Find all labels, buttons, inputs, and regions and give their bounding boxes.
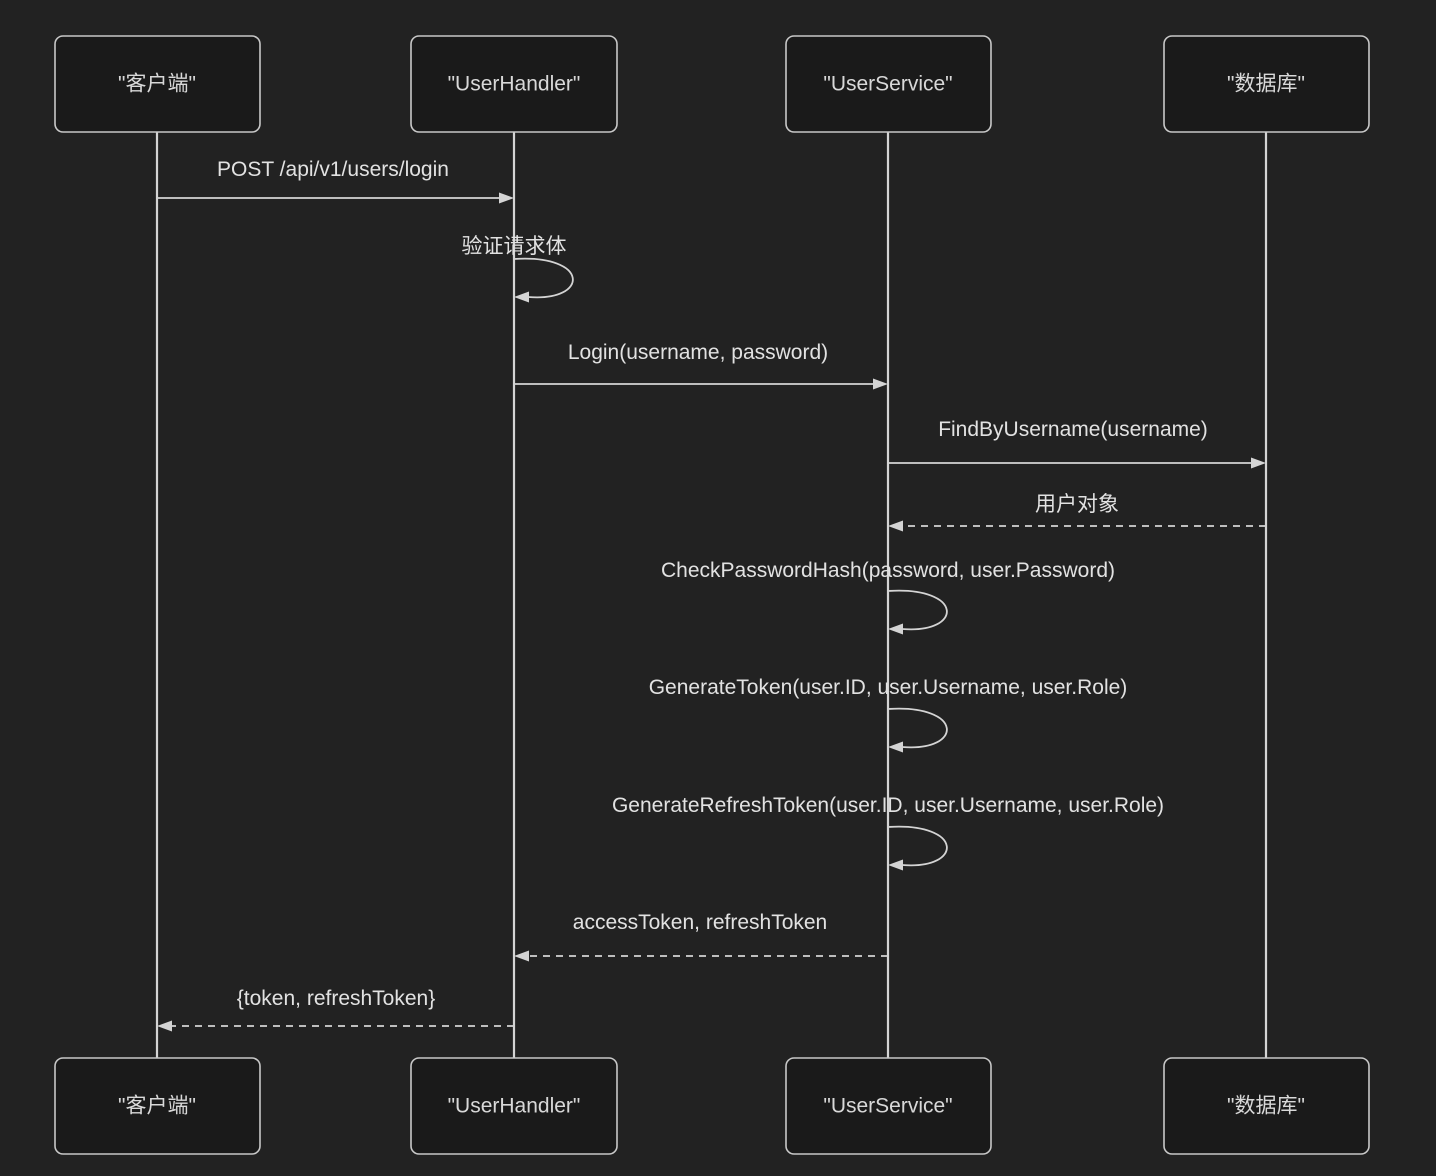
participant-box-userservice[interactable]: [785, 35, 992, 133]
message-label-m4: FindByUsername(username): [938, 418, 1208, 441]
participant-client-bottom[interactable]: "客户端": [54, 1057, 261, 1155]
arrowhead: [514, 291, 529, 303]
participant-label-database: "数据库": [1227, 1095, 1305, 1118]
message-label-m2: 验证请求体: [462, 235, 567, 258]
message-m10[interactable]: {token, refreshToken}: [157, 987, 514, 1032]
participant-userhandler-bottom[interactable]: "UserHandler": [410, 1057, 618, 1155]
participant-box-client[interactable]: [54, 1057, 261, 1155]
arrowhead: [157, 1020, 172, 1032]
message-m2[interactable]: 验证请求体: [462, 235, 574, 303]
arrowhead: [1251, 457, 1266, 469]
participant-label-userhandler: "UserHandler": [448, 1095, 581, 1118]
participant-box-client[interactable]: [54, 35, 261, 133]
arrowhead: [514, 950, 529, 962]
message-label-m1: POST /api/v1/users/login: [217, 158, 449, 181]
participant-userservice-bottom[interactable]: "UserService": [785, 1057, 992, 1155]
lifelines-layer: [155, 132, 1268, 1058]
arrowhead: [888, 623, 903, 635]
message-m5[interactable]: 用户对象: [888, 493, 1266, 532]
message-label-m9: accessToken, refreshToken: [573, 911, 827, 934]
participant-box-database[interactable]: [1163, 35, 1370, 133]
self-message-loop: [887, 825, 948, 867]
participant-box-userservice[interactable]: [785, 1057, 992, 1155]
participant-label-client: "客户端": [118, 1095, 196, 1118]
participant-client-top[interactable]: "客户端": [54, 35, 261, 133]
participant-database-bottom[interactable]: "数据库": [1163, 1057, 1370, 1155]
self-message-loop: [887, 707, 948, 749]
message-m3[interactable]: Login(username, password): [514, 341, 888, 390]
participant-label-userhandler: "UserHandler": [448, 73, 581, 96]
message-m4[interactable]: FindByUsername(username): [888, 418, 1266, 469]
participant-label-client: "客户端": [118, 73, 196, 96]
message-m6[interactable]: CheckPasswordHash(password, user.Passwor…: [661, 559, 1115, 635]
arrowhead: [873, 378, 888, 390]
participant-database-top[interactable]: "数据库": [1163, 35, 1370, 133]
messages-layer: POST /api/v1/users/login 验证请求体 Login(usern…: [157, 158, 1266, 1032]
arrowhead: [888, 520, 903, 532]
participant-box-userhandler[interactable]: [410, 1057, 618, 1155]
arrowhead: [499, 192, 514, 204]
message-m1[interactable]: POST /api/v1/users/login: [157, 158, 514, 204]
message-label-m6: CheckPasswordHash(password, user.Passwor…: [661, 559, 1115, 582]
participant-userhandler-top[interactable]: "UserHandler": [410, 35, 618, 133]
message-label-m3: Login(username, password): [568, 341, 828, 364]
participant-label-database: "数据库": [1227, 73, 1305, 96]
top-participant-boxes: "客户端" "UserHandler" "UserService" "数据库": [54, 35, 1370, 133]
self-message-loop: [887, 589, 948, 631]
participant-box-userhandler[interactable]: [410, 35, 618, 133]
arrowhead: [888, 859, 903, 871]
arrowhead: [888, 741, 903, 753]
participant-label-userservice: "UserService": [823, 73, 952, 96]
participant-userservice-top[interactable]: "UserService": [785, 35, 992, 133]
participant-box-database[interactable]: [1163, 1057, 1370, 1155]
message-m7[interactable]: GenerateToken(user.ID, user.Username, us…: [649, 676, 1128, 753]
message-m9[interactable]: accessToken, refreshToken: [514, 911, 888, 962]
participant-label-userservice: "UserService": [823, 1095, 952, 1118]
message-label-m10: {token, refreshToken}: [237, 987, 435, 1010]
bottom-participant-boxes: "客户端" "UserHandler" "UserService" "数据库": [54, 1057, 1370, 1155]
message-label-m7: GenerateToken(user.ID, user.Username, us…: [649, 676, 1128, 699]
message-label-m5: 用户对象: [1035, 493, 1119, 516]
message-m8[interactable]: GenerateRefreshToken(user.ID, user.Usern…: [612, 794, 1164, 871]
self-message-loop: [513, 257, 574, 299]
message-label-m8: GenerateRefreshToken(user.ID, user.Usern…: [612, 794, 1164, 817]
